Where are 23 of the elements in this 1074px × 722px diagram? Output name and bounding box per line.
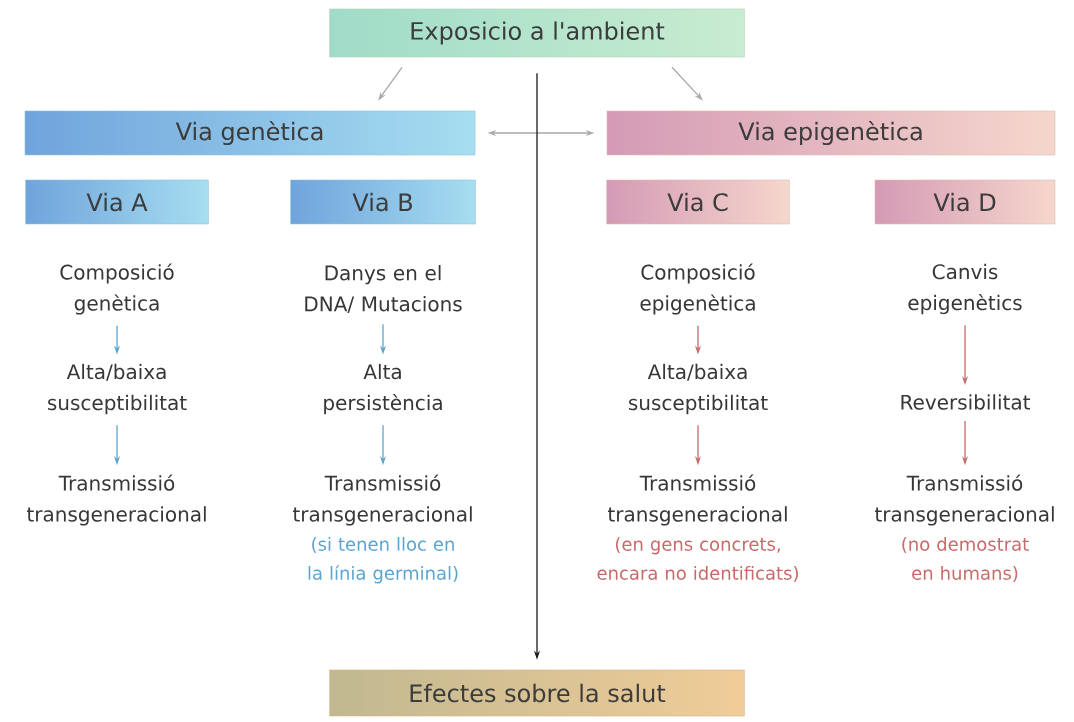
step-text: Canvis epigenètics — [908, 263, 1022, 315]
label-box: Via B — [290, 179, 476, 225]
step-text: Transmissió transgeneracional — [607, 474, 787, 526]
label-box: Via D — [874, 179, 1056, 225]
note-text: (si tenen lloc en la línia germinal) — [308, 536, 458, 584]
label-box: Efectes sobre la salut — [329, 669, 745, 717]
step-text: Danys en el DNA/ Mutacions — [305, 264, 462, 313]
step-text: Reversibilitat — [901, 394, 1030, 410]
label-box: Via A — [25, 179, 209, 225]
note-text: (en gens concrets, encara no identificats) — [597, 536, 798, 582]
step-text: Alta/baixa susceptibilitat — [48, 363, 187, 415]
step-text: Alta persistència — [324, 363, 442, 415]
label-box: Via genètica — [24, 110, 476, 156]
label-box: Via epigenètica — [606, 110, 1056, 156]
step-text: Composició epigenètica — [640, 263, 755, 315]
note-text: (no demostrat en humans) — [902, 536, 1029, 582]
step-text: Composició genètica — [60, 263, 174, 315]
step-text: Alta/baixa susceptibilitat — [629, 363, 768, 415]
label-box: Exposicio a l'ambient — [329, 8, 745, 58]
label-box: Via C — [606, 179, 790, 225]
step-text: Transmissió transgeneracional — [292, 474, 472, 526]
step-text: Transmissió transgeneracional — [26, 474, 206, 526]
step-text: Transmissió transgeneracional — [874, 474, 1054, 526]
